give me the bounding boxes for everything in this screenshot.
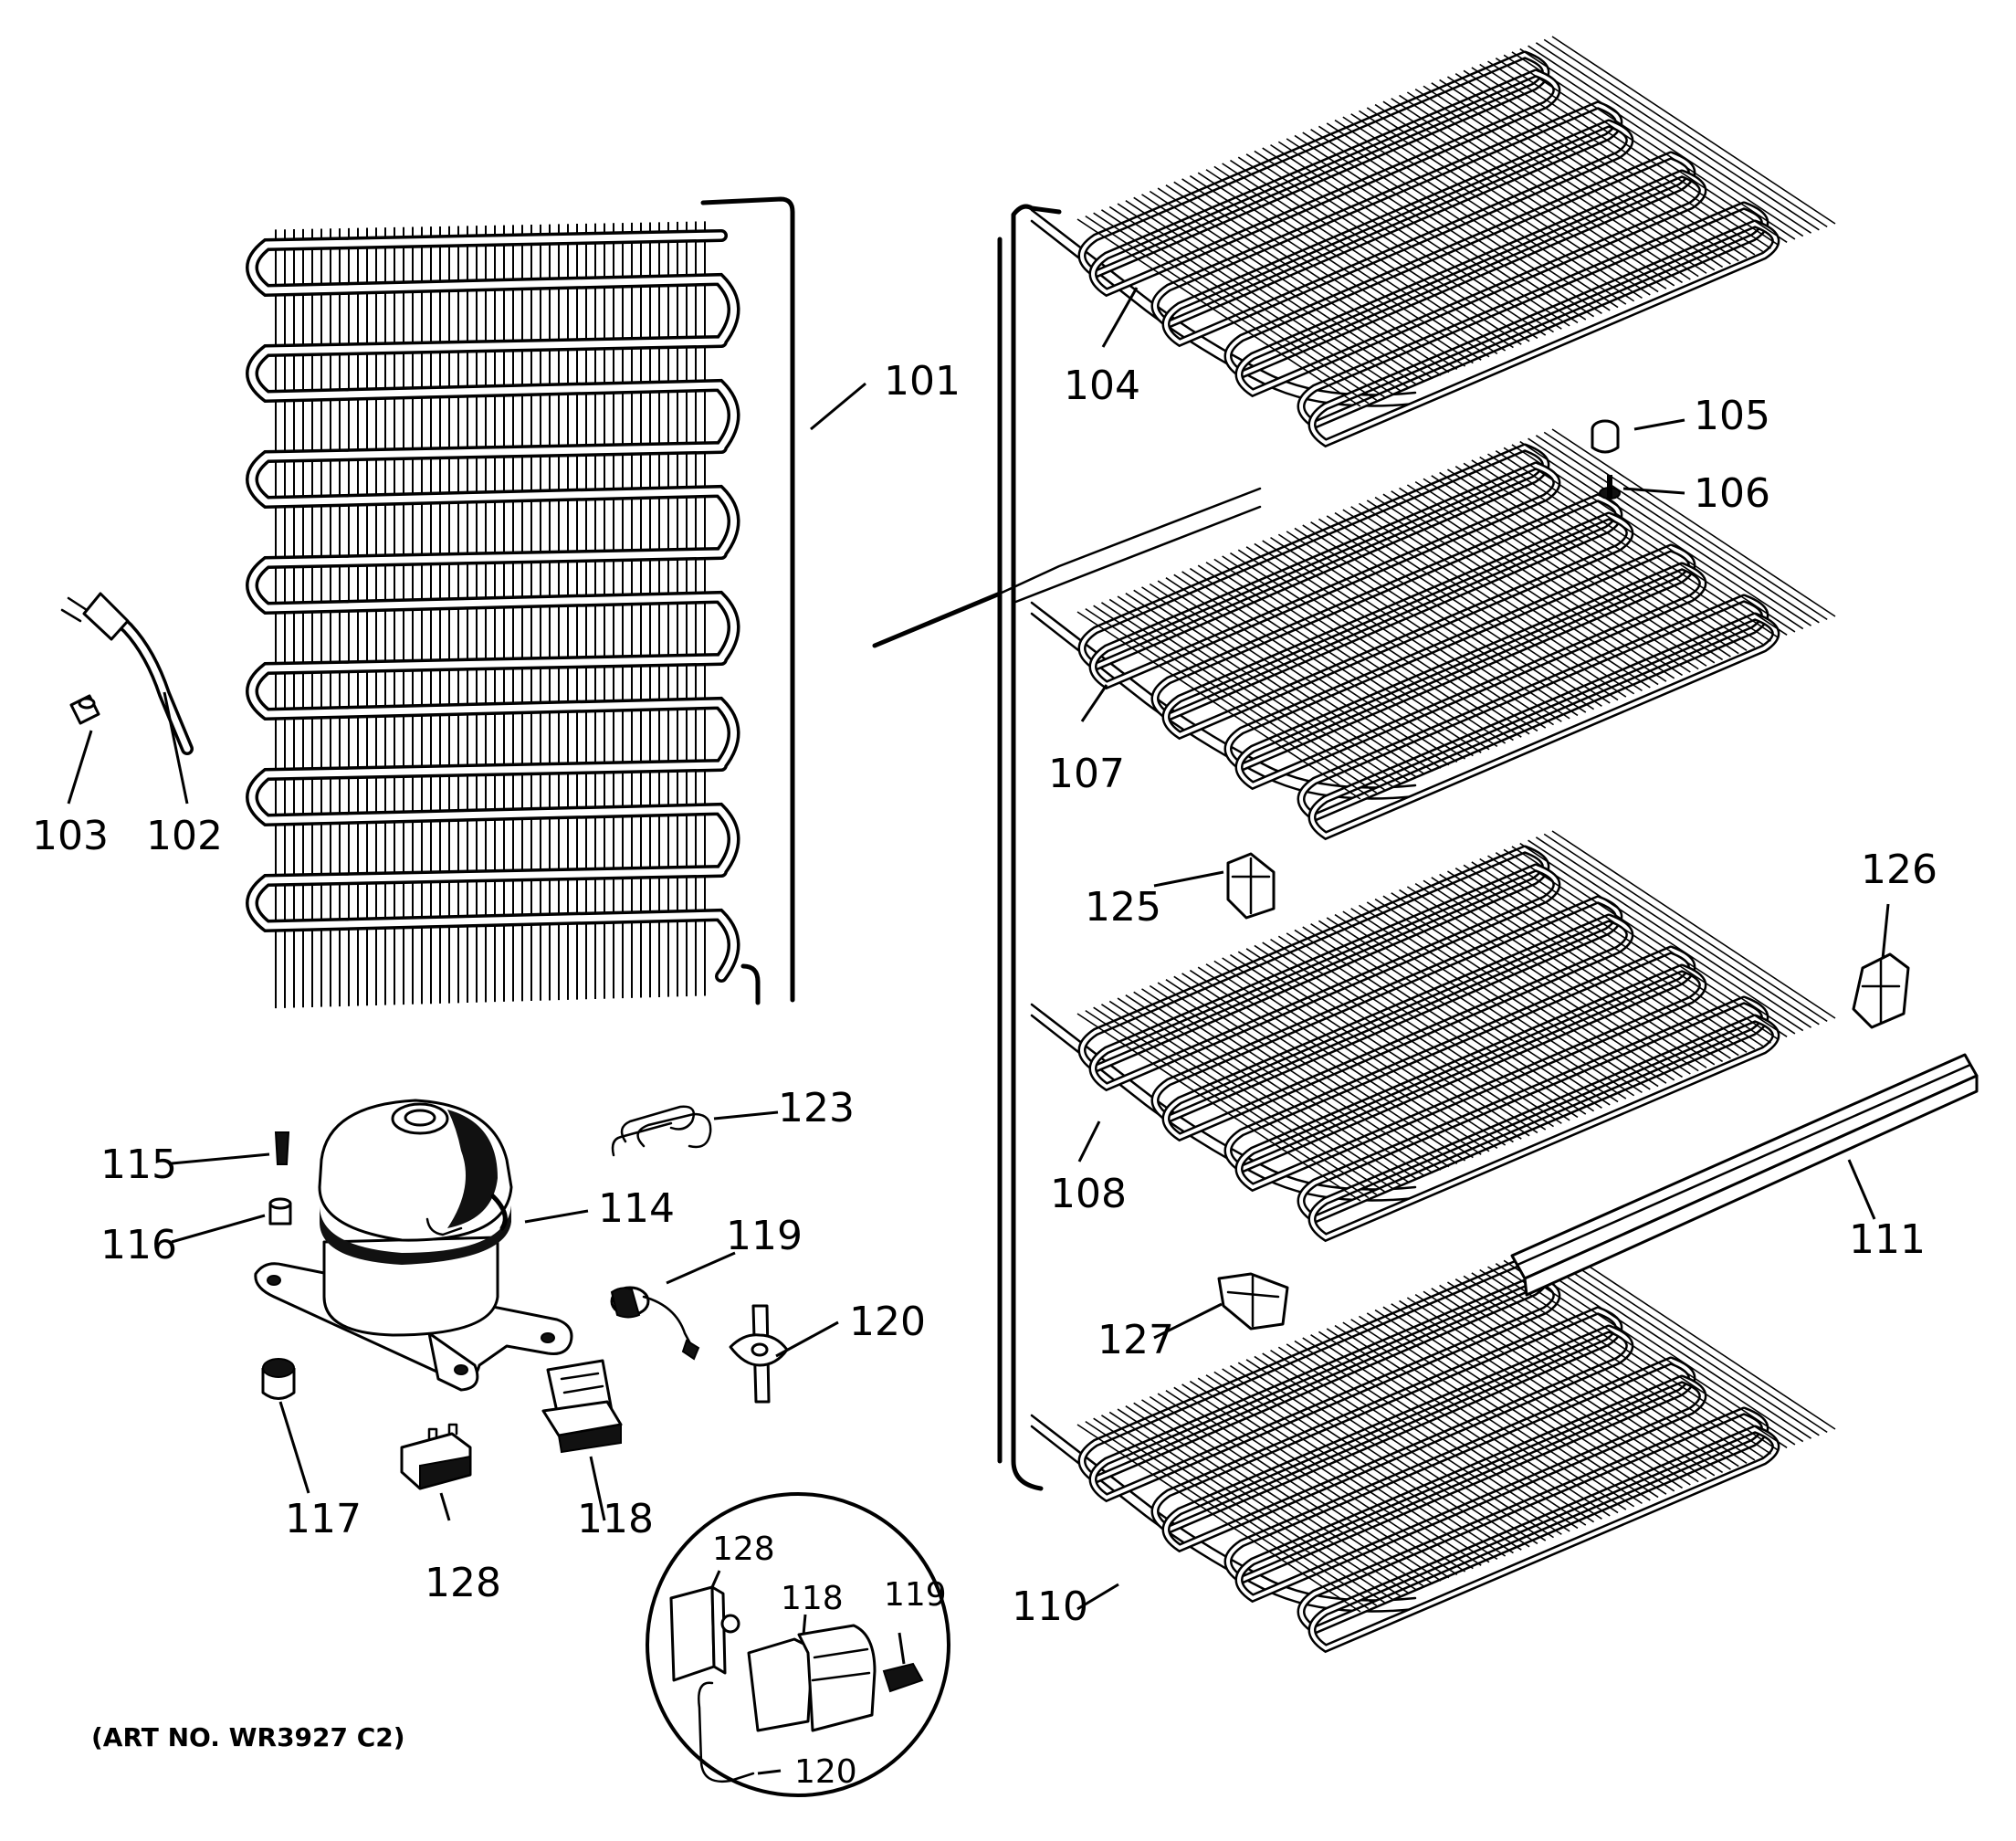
compressor-bolt	[274, 1131, 290, 1165]
callout-103: 103	[32, 813, 109, 859]
shelf-clip-lower	[1217, 1272, 1289, 1331]
callout-114: 114	[598, 1185, 675, 1232]
callout-105: 105	[1694, 393, 1770, 439]
shelf-104	[1030, 36, 1836, 448]
shelf-110	[1030, 1241, 1836, 1654]
callout-118: 118	[577, 1496, 654, 1542]
art-number: (ART NO. WR3927 C2)	[91, 1722, 405, 1752]
wire-connector-cap	[69, 694, 100, 725]
callout-120: 120	[849, 1299, 926, 1345]
shelf-107	[1030, 428, 1836, 841]
callout-123: 123	[778, 1085, 855, 1131]
condenser-coil	[246, 196, 795, 1009]
callout-127: 127	[1097, 1317, 1174, 1363]
callout-labels: 101 102 103 104 105 106 107 108 110 111 …	[32, 358, 1937, 1791]
condenser-outlet-stub	[740, 963, 761, 1005]
tubing-clip	[611, 1105, 712, 1157]
condenser-vertical-line	[700, 196, 795, 1003]
inset-detail	[646, 1492, 950, 1797]
inset-callout-120: 120	[794, 1753, 857, 1791]
callout-119: 119	[726, 1213, 803, 1259]
callout-110: 110	[1012, 1583, 1088, 1630]
leader-lines	[67, 287, 1890, 1775]
overload-protector	[610, 1286, 700, 1361]
callout-126: 126	[1861, 847, 1937, 893]
callout-106: 106	[1694, 470, 1770, 517]
callout-107: 107	[1048, 751, 1125, 797]
callout-101: 101	[884, 358, 961, 405]
evaporator-shelves	[1030, 36, 1836, 1654]
shelf-clip-upper	[1226, 852, 1276, 920]
callout-104: 104	[1064, 363, 1140, 409]
shelf-108	[1030, 830, 1836, 1243]
start-relay	[541, 1359, 623, 1454]
grommet	[1591, 419, 1620, 454]
callout-102: 102	[146, 813, 223, 859]
callout-117: 117	[285, 1496, 362, 1542]
shelf-connector-tubes	[872, 204, 1262, 1491]
callout-115: 115	[100, 1141, 177, 1188]
inset-callout-119: 119	[884, 1576, 947, 1614]
compressor	[254, 1099, 573, 1392]
callout-116: 116	[100, 1222, 177, 1268]
compressor-sleeve	[268, 1197, 292, 1226]
callout-128: 128	[425, 1560, 501, 1606]
callout-111: 111	[1849, 1216, 1926, 1263]
capacitor	[400, 1423, 472, 1490]
rubber-grommet	[261, 1358, 296, 1400]
screw	[1599, 475, 1621, 500]
inset-callout-128: 128	[712, 1531, 775, 1568]
shelf-clip-right	[1852, 952, 1910, 1029]
callout-125: 125	[1085, 884, 1161, 931]
trim-strip	[1510, 1053, 1979, 1297]
callout-108: 108	[1050, 1171, 1127, 1217]
inset-callout-118: 118	[781, 1580, 844, 1617]
power-cord	[60, 592, 194, 755]
condenser-serpentine-tube	[246, 229, 740, 983]
